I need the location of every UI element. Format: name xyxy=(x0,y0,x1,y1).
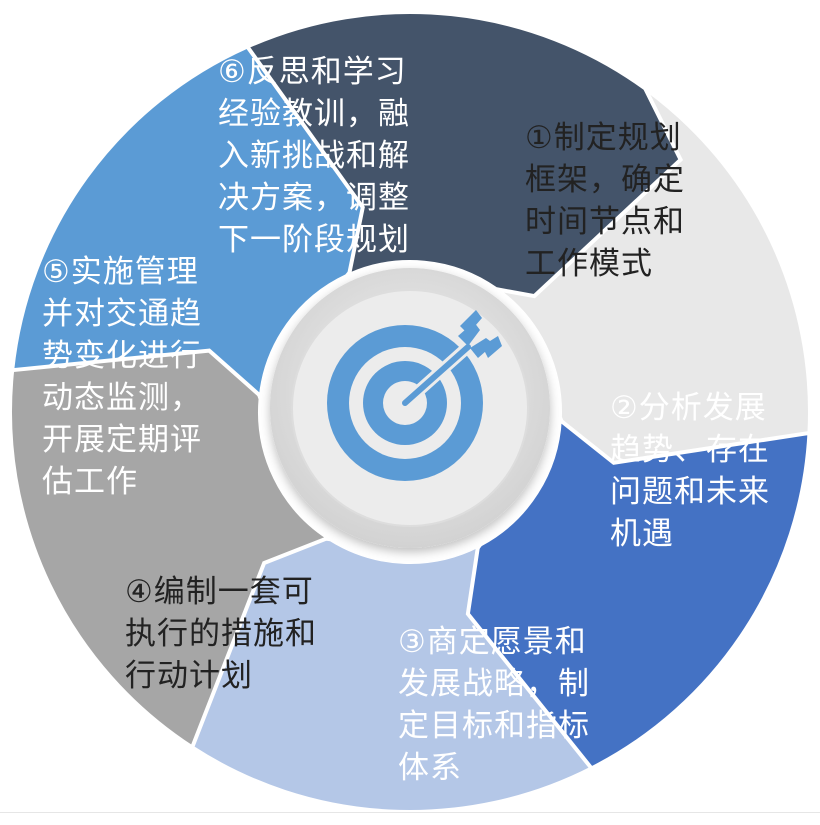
segment-label-line: 开展定期评 xyxy=(42,422,202,458)
segment-label-line: 行动计划 xyxy=(125,658,253,694)
ground-line xyxy=(0,812,820,813)
segment-label-line: 估工作 xyxy=(42,464,138,500)
segment-label-line: 入新挑战和解 xyxy=(218,138,410,174)
segment-step-3 xyxy=(150,532,595,814)
segment-label-line: 机遇 xyxy=(610,516,674,552)
segment-step-1 xyxy=(493,85,812,504)
segment-label-line: ①制定规划 xyxy=(525,120,682,156)
segment-label-line: ②分析发展 xyxy=(610,390,767,426)
segment-label-line: 经验教训，融 xyxy=(218,96,410,132)
segment-label-line: 下一阶段规划 xyxy=(218,222,410,258)
segment-label-line: 并对交通趋 xyxy=(42,296,202,332)
segment-label-line: ⑤实施管理 xyxy=(42,254,199,290)
segment-label-line: 势变化进行 xyxy=(42,338,202,374)
segment-label-line: 动态监测， xyxy=(42,380,202,416)
segment-label-line: ④编制一套可 xyxy=(125,574,314,610)
segment-step-2 xyxy=(454,415,812,771)
segment-label-line: 执行的措施和 xyxy=(125,616,317,652)
segment-step-6 xyxy=(244,10,684,299)
segment-label-line: ⑥反思和学习 xyxy=(218,54,407,90)
segment-step-4 xyxy=(8,301,333,751)
segment-label-line: 时间节点和 xyxy=(525,204,685,240)
segment-step-5 xyxy=(9,44,374,401)
segment-label-line: 问题和未来 xyxy=(610,474,770,510)
segment-label-line: 发展战略，制 xyxy=(398,666,590,702)
segment-label-line: 定目标和指标 xyxy=(398,708,590,744)
segment-label-line: 框架，确定 xyxy=(525,162,685,198)
segment-label-line: 决方案，调整 xyxy=(218,180,410,216)
segment-label-line: ③商定愿景和 xyxy=(398,624,587,660)
segment-label-line: 体系 xyxy=(398,750,462,786)
segment-label-line: 趋势、存在 xyxy=(610,432,770,468)
target-arrow-icon xyxy=(327,310,502,481)
segment-label-line: 工作模式 xyxy=(525,246,653,282)
